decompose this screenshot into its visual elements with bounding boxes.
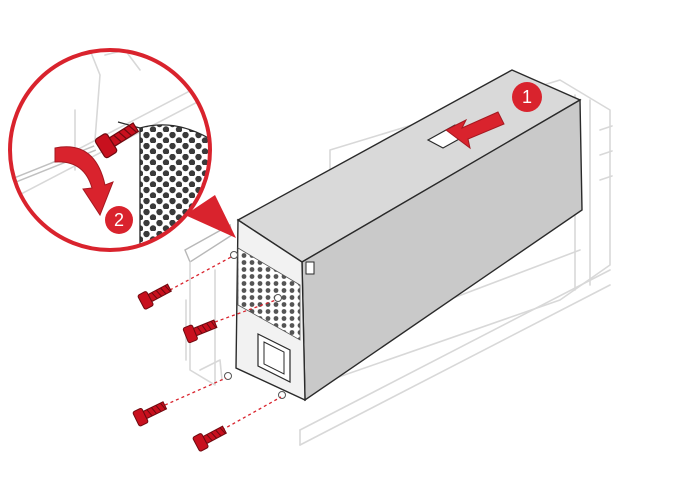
screw-hole — [230, 251, 238, 259]
zoom-callout-pointer — [185, 195, 236, 238]
step-1-badge: 1 — [512, 82, 542, 112]
screw-hole — [274, 294, 282, 302]
screw-guide-lines — [164, 255, 282, 431]
screw-icon — [132, 401, 168, 427]
screw-hole — [224, 372, 232, 380]
curved-arrow-icon — [54, 146, 114, 217]
step-2-badge: 2 — [105, 206, 133, 234]
psu-vent-grille — [237, 247, 301, 341]
step-1-label: 1 — [522, 87, 532, 107]
arrow-left-icon — [445, 111, 505, 150]
step-2-label: 2 — [114, 210, 124, 230]
power-supply-unit — [224, 69, 583, 402]
screw-icon — [192, 425, 227, 452]
screw-icon — [137, 283, 172, 310]
psu-power-inlet — [257, 333, 291, 383]
screw-icon — [182, 319, 218, 344]
